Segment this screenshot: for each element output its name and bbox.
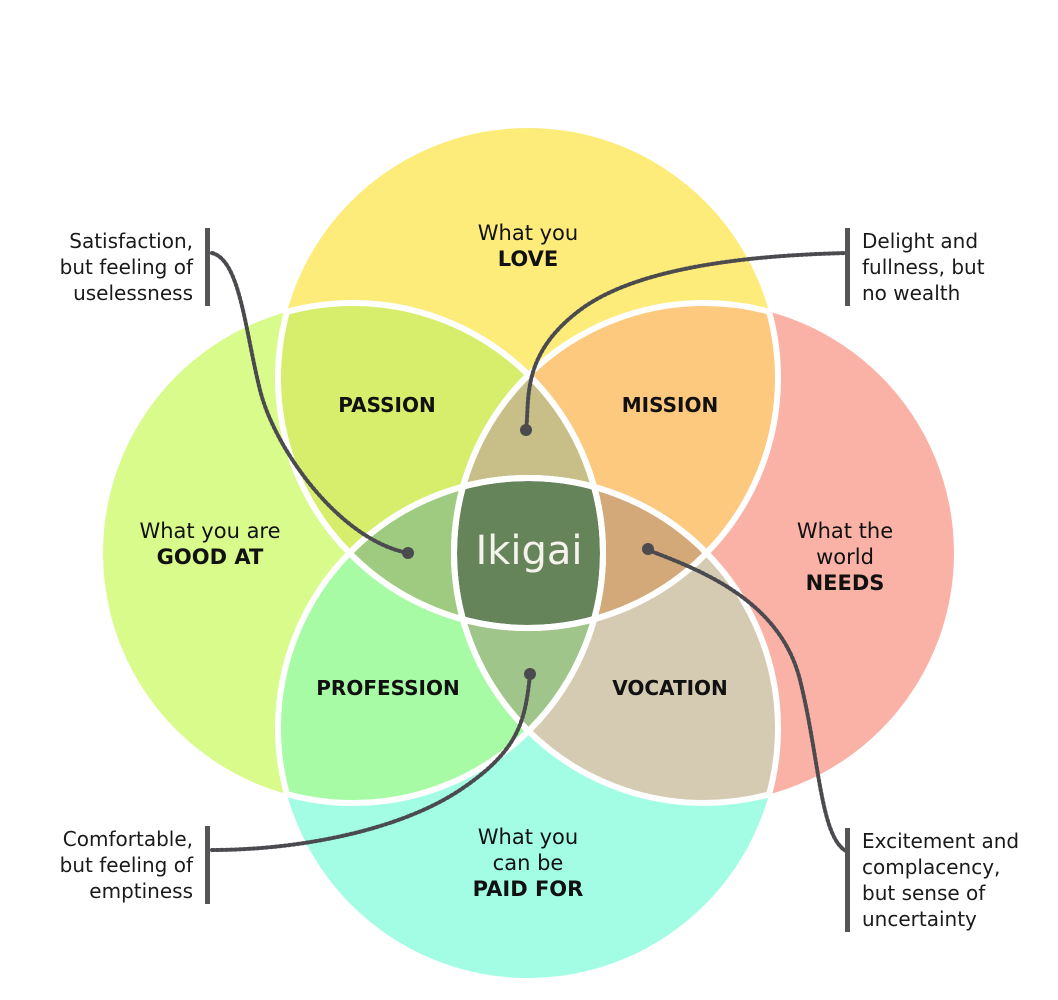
connector-dot-bottom-left bbox=[524, 668, 536, 680]
needs-label: What the world NEEDS bbox=[745, 518, 945, 596]
callout-bottom-left-line: Comfortable, bbox=[62, 827, 193, 851]
callout-top-left-line: uselessness bbox=[73, 281, 193, 305]
callout-top-right: Delight and fullness, but no wealth bbox=[845, 228, 985, 306]
love-label-title: LOVE bbox=[497, 247, 559, 271]
passion-label: PASSION bbox=[338, 393, 436, 417]
connector-dot-bottom-right bbox=[642, 543, 654, 555]
good-at-label-title: GOOD AT bbox=[156, 545, 264, 569]
connector-bottom-right bbox=[646, 548, 850, 854]
callout-top-left-line: Satisfaction, bbox=[69, 229, 193, 253]
profession-label: PROFESSION bbox=[316, 676, 460, 700]
callout-top-left: Satisfaction, but feeling of uselessness bbox=[60, 228, 210, 306]
callout-bottom-right-line: complacency, bbox=[862, 855, 1001, 879]
callout-bottom-left-line: but feeling of bbox=[59, 853, 193, 877]
callout-top-right-line: fullness, but bbox=[862, 255, 985, 279]
ikigai-label: Ikigai bbox=[475, 528, 583, 574]
good-at-label-line1: What you are bbox=[139, 519, 281, 543]
callout-bottom-right-line: Excitement and bbox=[862, 829, 1020, 853]
callout-bottom-right-line: uncertainty bbox=[862, 907, 977, 931]
paid-for-label-title: PAID FOR bbox=[472, 877, 584, 901]
needs-label-line2: world bbox=[816, 545, 874, 569]
callout-bottom-left-line: emptiness bbox=[89, 879, 193, 903]
callout-bottom-right: Excitement and complacency, but sense of… bbox=[845, 828, 1019, 932]
connector-dot-top-right bbox=[520, 424, 532, 436]
callout-top-right-line: no wealth bbox=[862, 281, 961, 305]
circle-outlines bbox=[275, 300, 781, 806]
connector-top-right bbox=[524, 251, 850, 432]
vocation-label: VOCATION bbox=[612, 676, 728, 700]
love-label-line1: What you bbox=[477, 221, 579, 245]
callout-top-right-line: Delight and bbox=[862, 229, 979, 253]
connector-bottom-left bbox=[210, 673, 532, 852]
love-label: What you LOVE bbox=[428, 220, 628, 272]
callout-bottom-right-line: but sense of bbox=[862, 881, 986, 905]
good-at-label: What you are GOOD AT bbox=[110, 518, 310, 570]
callout-top-left-line: but feeling of bbox=[59, 255, 193, 279]
paid-for-label-line2: can be bbox=[492, 851, 564, 875]
paid-for-label: What you can be PAID FOR bbox=[428, 824, 628, 902]
connector-dot-top-left bbox=[402, 547, 414, 559]
needs-label-line1: What the bbox=[796, 519, 894, 543]
connector-top-left bbox=[210, 251, 410, 555]
mission-label: MISSION bbox=[621, 393, 719, 417]
needs-label-title: NEEDS bbox=[805, 571, 885, 595]
paid-for-label-line1: What you bbox=[477, 825, 579, 849]
callout-bottom-left: Comfortable, but feeling of emptiness bbox=[60, 826, 210, 904]
